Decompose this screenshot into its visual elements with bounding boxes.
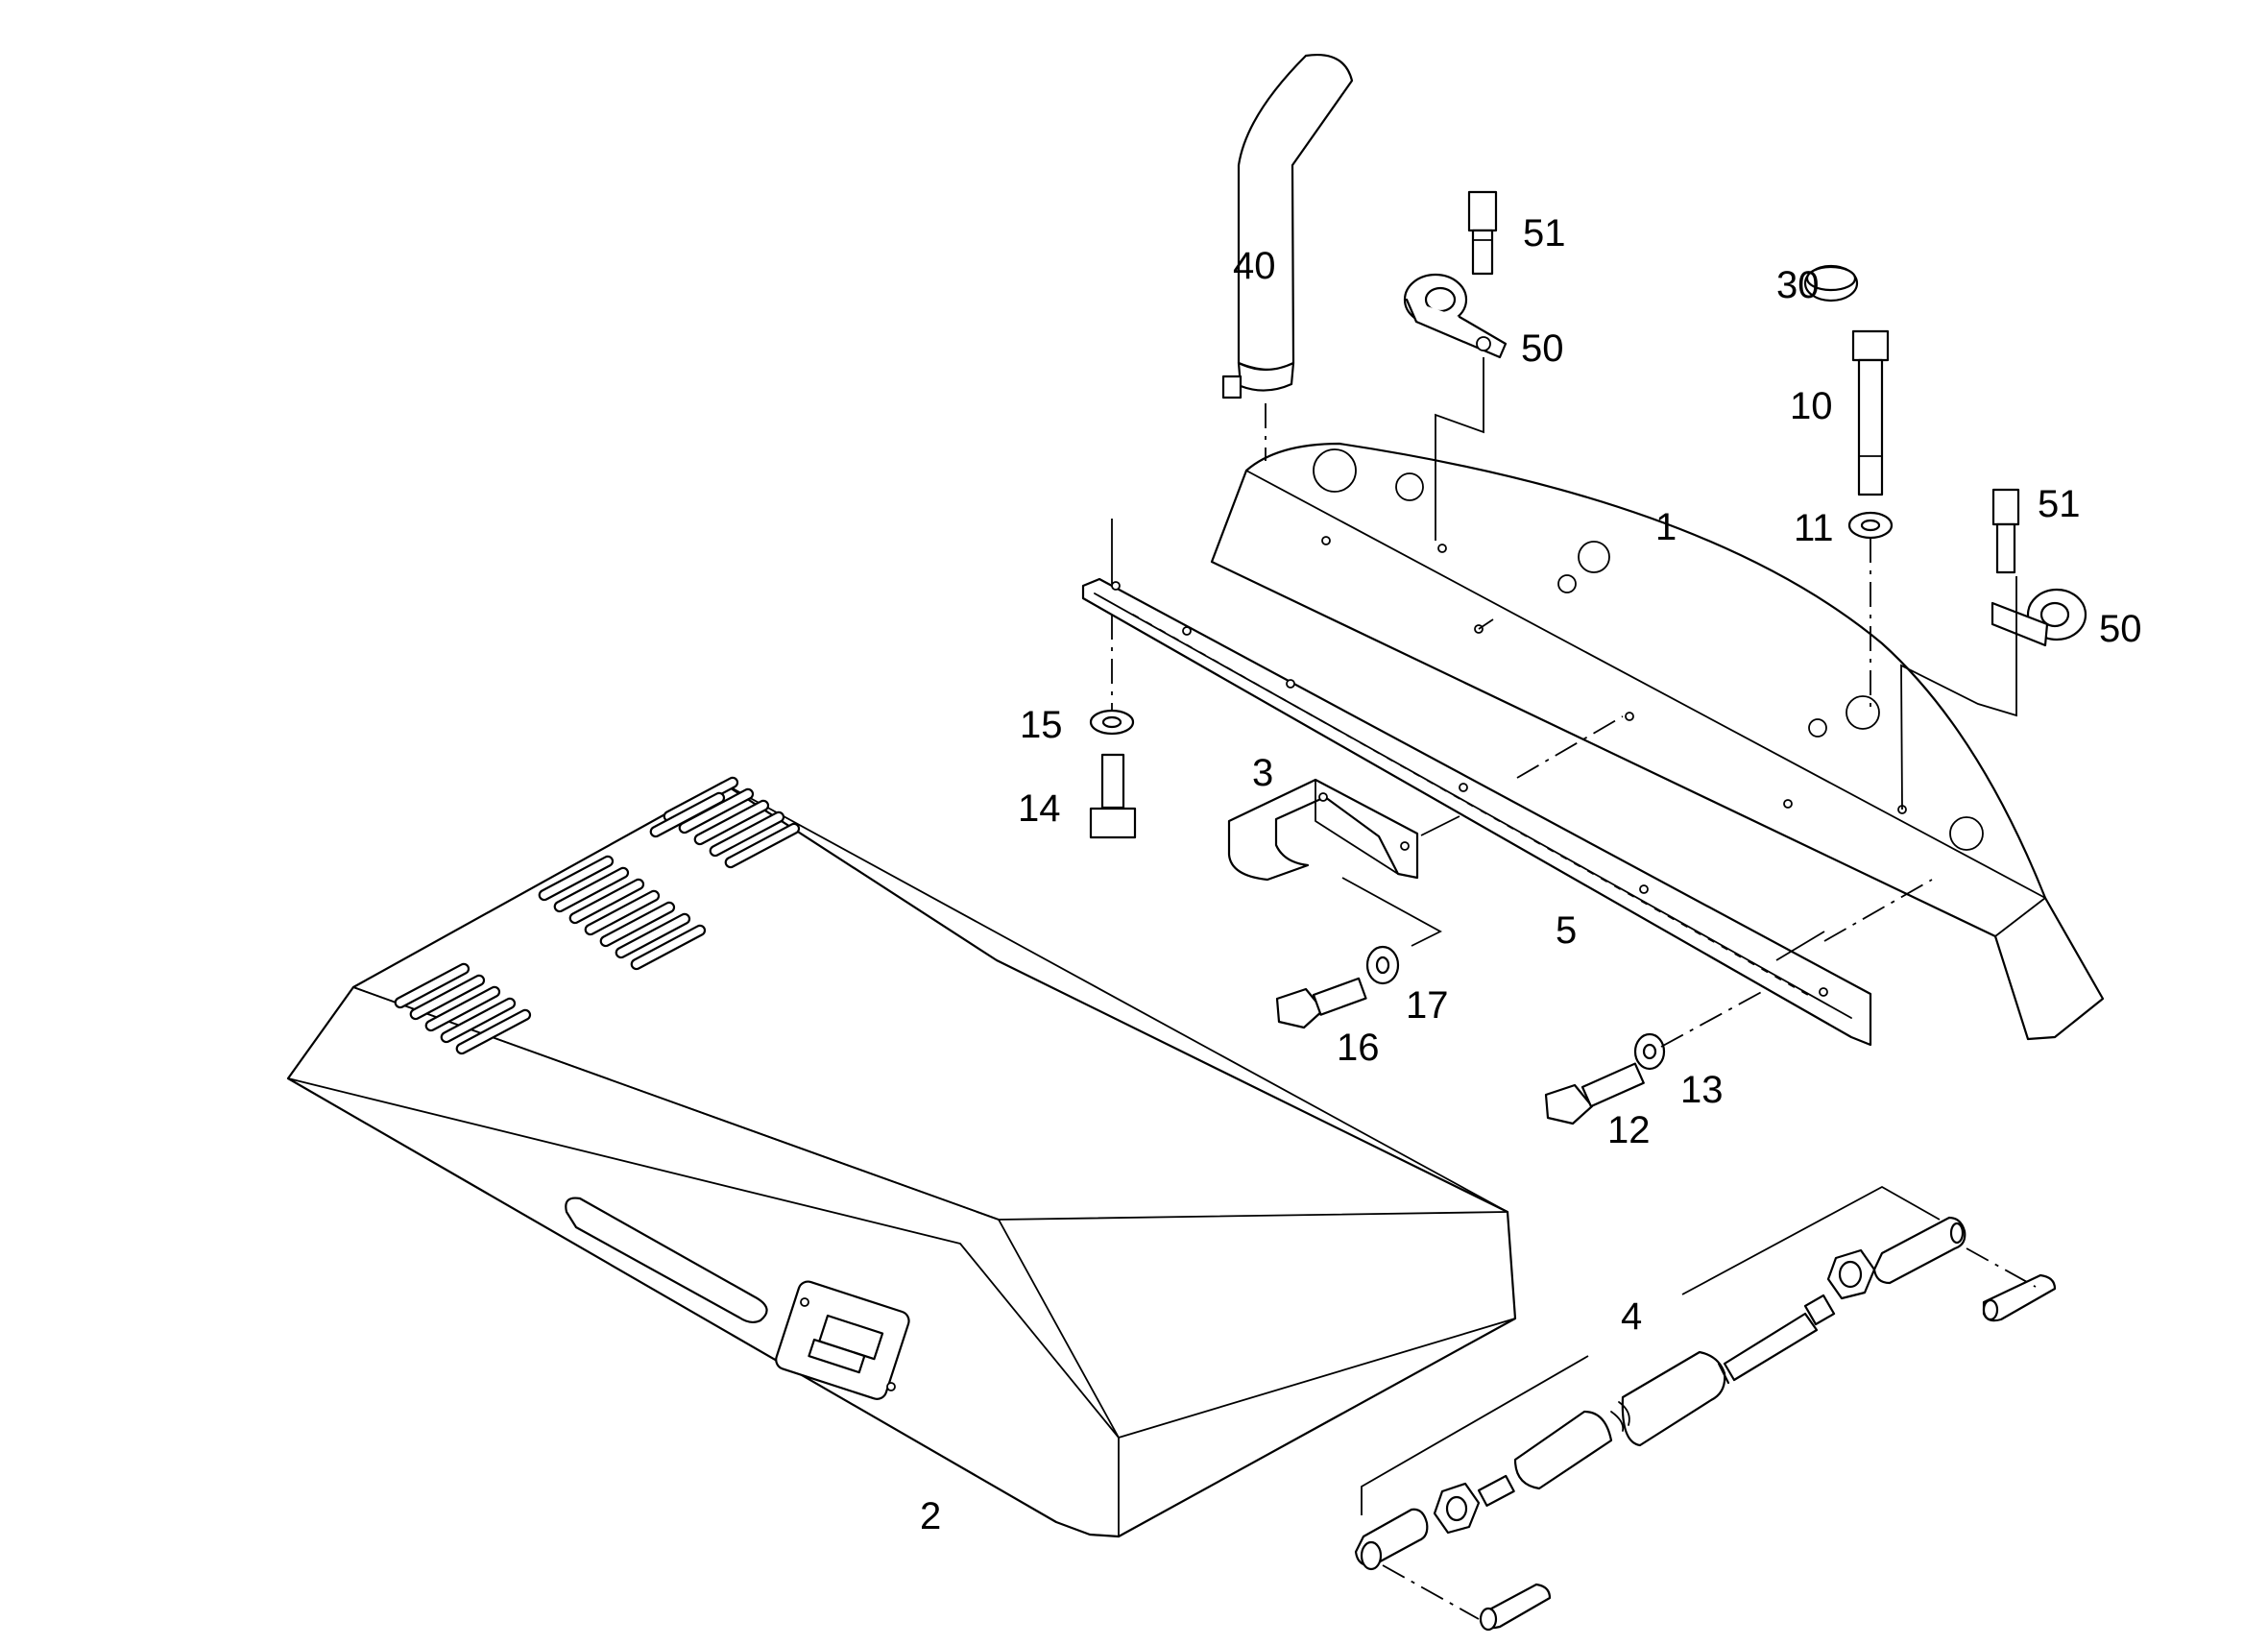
part-3-bracket: [1227, 778, 1419, 882]
part-2-cover: [286, 776, 1517, 1538]
callout-50-right: 50: [2099, 608, 2142, 650]
callout-51-right: 51: [2038, 483, 2081, 525]
callout-16: 16: [1337, 1027, 1380, 1069]
part-12-bolt: [1544, 1062, 1645, 1125]
leader-lines: [1111, 357, 2037, 1620]
callout-1: 1: [1655, 506, 1677, 548]
vent-slots-middle: [538, 855, 707, 971]
part-5-hinge-strip: [1081, 577, 1872, 1047]
callout-50-upper: 50: [1521, 327, 1564, 370]
callout-5: 5: [1556, 909, 1577, 952]
part-16-bolt: [1275, 977, 1367, 1029]
callout-10: 10: [1790, 385, 1833, 427]
part-4-gas-strut: [1354, 1216, 2057, 1632]
callout-4: 4: [1621, 1295, 1642, 1338]
callout-11: 11: [1794, 507, 1834, 549]
vent-slots-upper: [649, 776, 801, 869]
part-40-hose: [1221, 54, 1354, 399]
callout-15: 15: [1020, 704, 1063, 746]
handle-groove: [565, 1197, 768, 1324]
callout-17: 17: [1406, 984, 1449, 1027]
callout-13: 13: [1680, 1069, 1724, 1111]
part-14-bolt: [1089, 753, 1137, 839]
callout-2: 2: [920, 1495, 941, 1537]
callout-14: 14: [1018, 787, 1061, 830]
part-51-bolt-right: [1991, 488, 2020, 574]
callout-30: 30: [1776, 264, 1820, 306]
part-50-clamp-right: [1991, 588, 2087, 647]
callout-labels: 1 2 3 4 5 10 11 12 13 14 15 16 17 30 40 …: [920, 212, 2142, 1537]
callout-40: 40: [1233, 245, 1276, 287]
callout-3: 3: [1252, 752, 1273, 794]
callout-12: 12: [1607, 1109, 1651, 1151]
part-1-housing: [1210, 442, 2105, 1041]
part-51-bolt-upper: [1467, 190, 1498, 276]
part-10-bolt: [1851, 329, 1890, 496]
callout-51-upper: 51: [1523, 212, 1566, 254]
latch: [775, 1280, 910, 1400]
part-30-cap: [1803, 264, 1859, 302]
vent-slots-lower: [394, 962, 532, 1055]
part-50-clamp-upper: [1403, 273, 1508, 359]
